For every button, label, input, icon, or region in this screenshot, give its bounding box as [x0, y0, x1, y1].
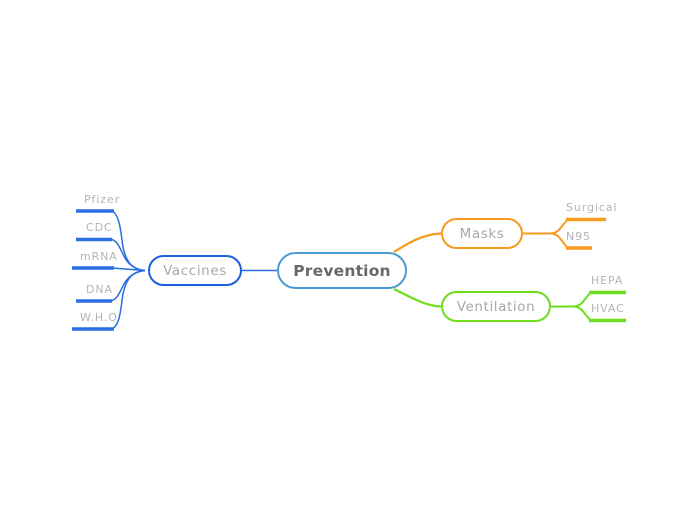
leaf-label-hvac[interactable]: HVAC — [591, 302, 625, 315]
leaf-label-hepa[interactable]: HEPA — [591, 274, 624, 287]
leaf-label-cdc[interactable]: CDC — [86, 221, 113, 234]
mindmap-node-prevention[interactable]: Prevention — [277, 252, 407, 289]
leaf-label-dna[interactable]: DNA — [86, 283, 113, 296]
mindmap-node-vaccines[interactable]: Vaccines — [148, 255, 242, 286]
node-label-masks: Masks — [459, 225, 505, 242]
connector-root-ventilation — [393, 288, 442, 308]
node-label-prevention: Prevention — [293, 261, 391, 280]
connector-vaccines-mrna — [111, 267, 146, 272]
connector-ventilation-hepa — [573, 291, 592, 308]
node-label-vaccines: Vaccines — [163, 262, 227, 279]
leaf-label-pfizer[interactable]: Pfizer — [84, 193, 121, 206]
leaf-label-mrna[interactable]: mRNA — [80, 250, 118, 263]
connector-ventilation-hvac — [573, 305, 592, 322]
connector-vaccines-cdc — [109, 238, 146, 272]
connector-root-masks — [393, 232, 442, 253]
connector-vaccines-who — [111, 269, 146, 330]
connector-vaccines-dna — [109, 269, 146, 302]
mindmap-node-ventilation[interactable]: Ventilation — [441, 291, 551, 322]
node-label-ventilation: Ventilation — [456, 298, 536, 315]
mindmap-node-masks[interactable]: Masks — [441, 218, 523, 249]
leaf-label-who[interactable]: W.H.O — [80, 311, 118, 324]
leaf-label-n95[interactable]: N95 — [566, 230, 591, 243]
leaf-label-surgical[interactable]: Surgical — [566, 201, 618, 214]
